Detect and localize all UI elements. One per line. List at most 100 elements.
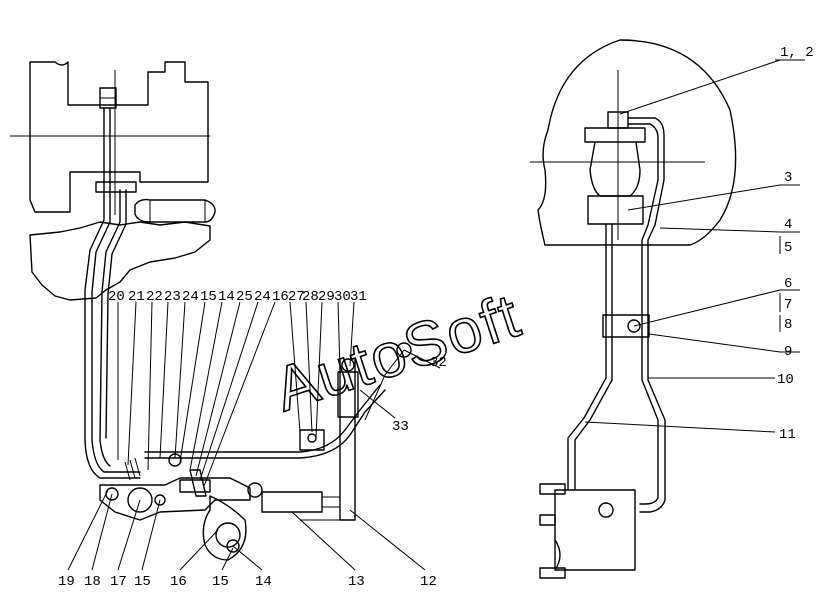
callout-3: 3	[627, 170, 800, 211]
callout-label: 3	[784, 170, 792, 186]
callout-label: 5	[784, 240, 792, 256]
callout-28: 28	[302, 289, 319, 433]
pipe-b	[91, 107, 141, 473]
pipe-a	[84, 107, 141, 479]
top-nut	[607, 111, 629, 129]
callout-15c: 15	[179, 289, 217, 463]
callout-11: 11	[584, 421, 796, 443]
callout-19: 19	[58, 489, 109, 590]
tire-outline	[537, 39, 737, 246]
callout-label: 16	[272, 289, 289, 305]
pump-body	[202, 495, 247, 561]
callout-label: 30	[334, 289, 351, 305]
callout-9: 9	[648, 333, 800, 360]
callout-22: 22	[146, 289, 163, 471]
right-assembly	[530, 39, 737, 579]
callout-label: 7	[784, 297, 792, 313]
callout-12: 12	[349, 509, 437, 590]
callout-label: 23	[164, 289, 181, 305]
callout-label: 33	[392, 419, 409, 435]
pipe-c	[99, 189, 121, 467]
pump-shaft	[215, 522, 241, 548]
callout-label: 12	[420, 574, 437, 590]
callout-label: 24	[182, 289, 199, 305]
callout-label: 13	[348, 574, 365, 590]
fitting-32	[396, 342, 412, 358]
pipe-10b	[627, 123, 659, 505]
callout-10: 10	[648, 372, 794, 388]
callout-23: 23	[159, 289, 181, 459]
callout-24b: 24	[199, 289, 271, 481]
callout-label: 16	[170, 574, 187, 590]
callout-17: 17	[110, 499, 141, 590]
fitting-14	[226, 539, 240, 553]
callout-label: 32	[430, 355, 447, 371]
bracket-plate	[95, 181, 137, 193]
callout-label: 9	[784, 344, 792, 360]
pipe-11b	[567, 223, 607, 491]
callout-20: 20	[108, 289, 125, 460]
callout-7: 7	[779, 293, 792, 313]
callout-15b: 15	[134, 499, 161, 590]
callouts: 1, 2 3 4 5 6 7 8	[58, 45, 814, 590]
callout-label: 18	[84, 574, 101, 590]
valve-block	[554, 489, 636, 571]
cylinder-boss	[134, 198, 216, 223]
fitting-17	[127, 487, 153, 513]
callout-label: 11	[779, 427, 796, 443]
callout-1-2: 1, 2	[619, 45, 814, 115]
mount-plate	[584, 127, 646, 143]
callout-label: 14	[218, 289, 235, 305]
callout-13: 13	[291, 511, 365, 590]
callout-label: 15	[200, 289, 217, 305]
callout-30: 30	[334, 289, 351, 373]
callout-14a: 14	[232, 545, 272, 590]
callout-label: 4	[784, 217, 792, 233]
callout-label: 19	[58, 574, 75, 590]
callout-label: 6	[784, 276, 792, 292]
callout-label: 28	[302, 289, 319, 305]
callout-label: 15	[134, 574, 151, 590]
left-assembly	[10, 61, 412, 561]
callout-label: 22	[146, 289, 163, 305]
callout-29: 29	[315, 289, 335, 439]
lower-block	[587, 195, 644, 225]
valve-body	[99, 477, 251, 521]
callout-27: 27	[288, 289, 305, 433]
callout-16a: 16	[170, 529, 219, 590]
callout-32: 32	[403, 349, 447, 371]
callout-14b: 14	[189, 289, 235, 471]
callout-label: 1, 2	[780, 45, 814, 61]
callout-33: 33	[359, 389, 409, 435]
callout-label: 31	[350, 289, 367, 305]
cylinder-13	[261, 491, 323, 513]
fitting-15	[154, 494, 166, 506]
callout-21: 21	[127, 289, 145, 466]
callout-15a: 15	[212, 547, 234, 590]
callout-5: 5	[779, 236, 792, 256]
lever	[189, 469, 207, 497]
pipe-11	[574, 223, 613, 491]
clamp-28	[299, 429, 325, 451]
callout-8: 8	[779, 315, 792, 333]
callout-label: 24	[254, 289, 271, 305]
callout-label: 8	[784, 317, 792, 333]
pipe-e	[144, 384, 381, 453]
callout-24a: 24	[174, 289, 199, 459]
accumulator-31	[337, 371, 359, 418]
housing-outline	[29, 61, 209, 213]
callout-label: 29	[318, 289, 335, 305]
pipe-f	[144, 389, 386, 459]
callout-label: 25	[236, 289, 253, 305]
callout-16b: 16	[203, 289, 289, 487]
callout-18: 18	[84, 493, 113, 590]
callout-label: 17	[110, 574, 127, 590]
pipe-10	[627, 117, 666, 513]
callout-label: 20	[108, 289, 125, 305]
column	[589, 141, 641, 197]
callout-label: 10	[777, 372, 794, 388]
callout-label: 27	[288, 289, 305, 305]
clamp-6	[602, 314, 650, 338]
